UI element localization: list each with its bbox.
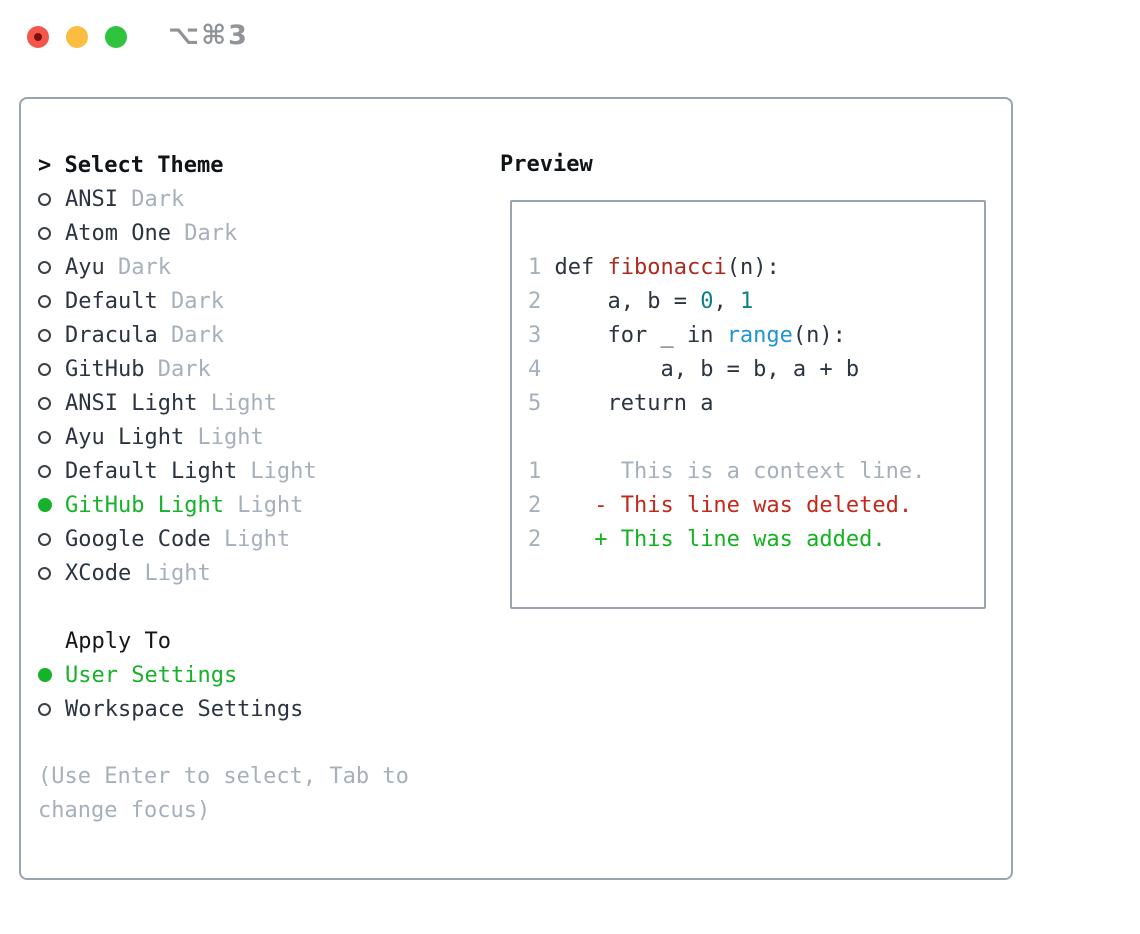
zoom-button[interactable] — [105, 26, 127, 48]
radio-icon — [38, 226, 51, 240]
option-variant: Light — [131, 560, 211, 586]
option-variant: Dark — [117, 186, 185, 212]
option-name: User Settings — [65, 662, 238, 688]
option-name: XCode — [65, 560, 132, 586]
option-variant: Light — [210, 526, 291, 552]
option-variant: Light — [223, 492, 304, 518]
option-variant: Dark — [104, 254, 171, 280]
radio-icon — [38, 702, 51, 716]
option-variant: Light — [184, 424, 264, 450]
radio-icon — [38, 532, 51, 546]
radio-icon — [38, 430, 51, 444]
hint-text: (Use Enter to select, Tab to change focu… — [38, 764, 409, 823]
option-name: GitHub — [65, 356, 145, 382]
theme-row[interactable]: Dracula Dark — [38, 318, 423, 352]
option-name: Dracula — [65, 322, 158, 348]
option-name: Google Code — [65, 526, 211, 552]
apply-option-row[interactable]: Workspace Settings — [38, 692, 423, 726]
main-panel: > Select Theme ANSI Dark Atom One Dark A… — [19, 97, 1013, 880]
theme-row[interactable]: GitHub Light Light — [38, 488, 423, 522]
option-variant: Light — [237, 458, 317, 484]
radio-icon — [38, 192, 51, 206]
option-variant: Dark — [144, 356, 211, 382]
theme-row[interactable]: ANSI Dark — [38, 182, 423, 216]
spacer — [38, 726, 423, 760]
code-line: 4 a, b = b, a + b — [528, 357, 860, 382]
radio-icon — [38, 294, 51, 308]
radio-icon — [38, 566, 51, 580]
radio-icon — [38, 464, 51, 478]
option-variant: Dark — [157, 288, 224, 314]
option-name: GitHub Light — [65, 492, 224, 518]
code-line: 2 + This line was added. — [528, 527, 886, 552]
code-line: 1 This is a context line. — [528, 459, 926, 484]
option-name: Default Light — [65, 458, 238, 484]
radio-icon — [38, 260, 51, 274]
radio-icon — [38, 498, 52, 512]
theme-row[interactable]: Ayu Light Light — [38, 420, 423, 454]
theme-list-header-label: Select Theme — [64, 152, 224, 178]
option-name: Atom One — [65, 220, 171, 246]
theme-row[interactable]: GitHub Dark — [38, 352, 423, 386]
option-name: Default — [65, 288, 158, 314]
option-name: Workspace Settings — [65, 696, 304, 722]
apply-option-row[interactable]: User Settings — [38, 658, 423, 692]
option-variant: Dark — [157, 322, 224, 348]
theme-row[interactable]: ANSI Light Light — [38, 386, 423, 420]
option-name: ANSI — [65, 186, 118, 212]
code-line: 1 def fibonacci(n): — [528, 255, 780, 280]
code-line: 2 a, b = 0, 1 — [528, 289, 754, 314]
radio-icon — [38, 396, 51, 410]
theme-row[interactable]: Atom One Dark — [38, 216, 423, 250]
close-button[interactable] — [27, 26, 49, 48]
apply-to-header: Apply To — [38, 624, 423, 658]
code-line — [528, 421, 925, 455]
window-title: ⌥⌘3 — [168, 20, 249, 51]
preview-header: Preview — [500, 152, 593, 177]
radio-icon — [38, 362, 51, 376]
preview-box: 1 def fibonacci(n): 2 a, b = 0, 1 3 for _ … — [510, 200, 986, 609]
theme-list-header: > Select Theme — [38, 148, 423, 182]
code-line: 3 for _ in range(n): — [528, 323, 846, 348]
theme-list: ANSI Dark Atom One Dark Ayu Dark Default… — [38, 182, 423, 590]
theme-picker: > Select Theme ANSI Dark Atom One Dark A… — [38, 148, 423, 828]
option-name: Ayu Light — [65, 424, 185, 450]
apply-to-list: User Settings Workspace Settings — [38, 658, 423, 726]
record-dot-icon — [34, 33, 42, 41]
code-block: 1 def fibonacci(n): 2 a, b = 0, 1 3 for _ … — [528, 251, 925, 557]
code-line: 2 - This line was deleted. — [528, 493, 913, 518]
code-line: 5 return a — [528, 391, 714, 416]
radio-icon — [38, 328, 51, 342]
theme-row[interactable]: Default Light Light — [38, 454, 423, 488]
option-name: ANSI Light — [65, 390, 198, 416]
theme-row[interactable]: Google Code Light — [38, 522, 423, 556]
radio-icon — [38, 668, 52, 682]
spacer — [38, 590, 423, 624]
cursor-icon: > — [38, 152, 52, 178]
theme-row[interactable]: Ayu Dark — [38, 250, 423, 284]
theme-row[interactable]: XCode Light — [38, 556, 423, 590]
option-variant: Dark — [170, 220, 238, 246]
option-variant: Light — [197, 390, 277, 416]
apply-to-header-label: Apply To — [65, 628, 171, 654]
theme-row[interactable]: Default Dark — [38, 284, 423, 318]
minimize-button[interactable] — [66, 26, 88, 48]
option-name: Ayu — [65, 254, 105, 280]
titlebar — [27, 26, 127, 48]
